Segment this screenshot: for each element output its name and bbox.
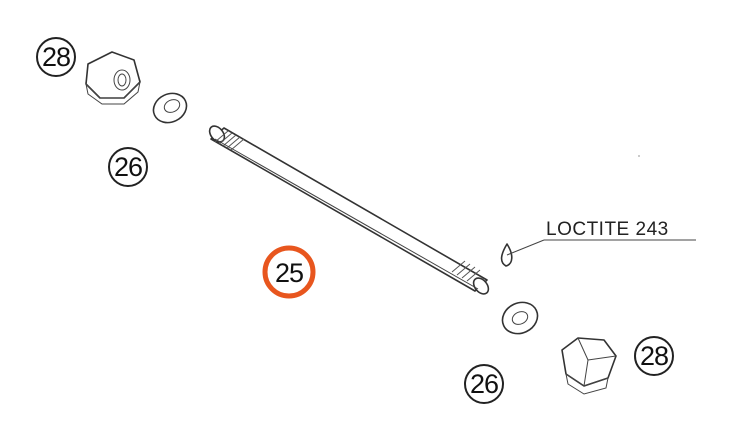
callout-28-top[interactable]: 28 — [36, 37, 76, 77]
callout-25-highlight[interactable]: 25 — [262, 245, 316, 299]
loctite-leader — [506, 239, 696, 256]
callout-26-top[interactable]: 26 — [108, 147, 148, 187]
washer-top[interactable] — [149, 88, 192, 128]
scan-speck — [638, 155, 640, 157]
washer-bottom[interactable] — [497, 297, 542, 339]
loctite-drop — [500, 243, 513, 267]
svg-text:26: 26 — [114, 152, 142, 182]
axle-shaft[interactable] — [207, 123, 492, 297]
svg-text:28: 28 — [42, 42, 70, 72]
callout-28-bottom[interactable]: 28 — [634, 336, 674, 376]
svg-text:28: 28 — [640, 341, 668, 371]
loctite-label: LOCTITE 243 — [546, 219, 669, 240]
callout-26-bottom[interactable]: 26 — [464, 364, 504, 404]
nut-bottom[interactable] — [561, 337, 617, 395]
svg-text:25: 25 — [275, 258, 303, 288]
nut-top[interactable] — [85, 51, 141, 105]
svg-text:26: 26 — [470, 369, 498, 399]
